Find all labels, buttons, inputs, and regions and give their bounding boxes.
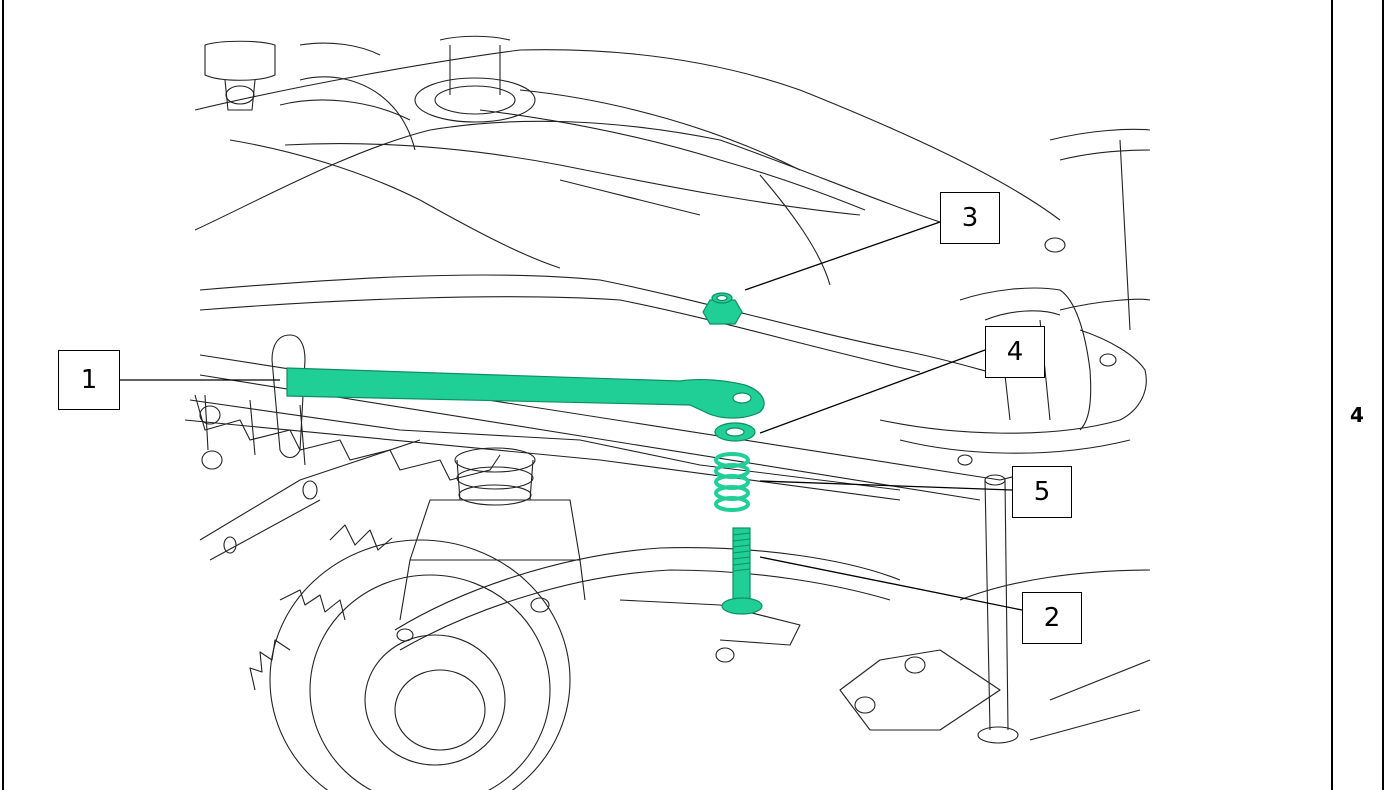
leader-lines [118,221,1023,611]
leader-line-5 [759,480,1013,491]
step-number: 4 [1350,403,1364,427]
highlighted-parts [286,292,765,615]
link-arm-part [286,367,765,419]
bolt-part [721,527,763,615]
callout-5: 5 [1012,466,1072,518]
lock-nut-hole [716,294,728,302]
callout-2: 2 [1022,592,1082,644]
callout-4: 4 [985,326,1045,378]
link-arm-hole [732,392,752,404]
leader-line-3 [744,221,941,291]
callout-1: 1 [58,350,120,410]
lock-nut-part [702,299,743,325]
leader-line-4 [759,349,986,434]
washer-hole [725,427,745,437]
leader-line-2 [759,556,1023,611]
mower-chassis-line-art [184,35,1151,790]
spring-part [714,452,750,512]
callout-3: 3 [940,192,1000,244]
